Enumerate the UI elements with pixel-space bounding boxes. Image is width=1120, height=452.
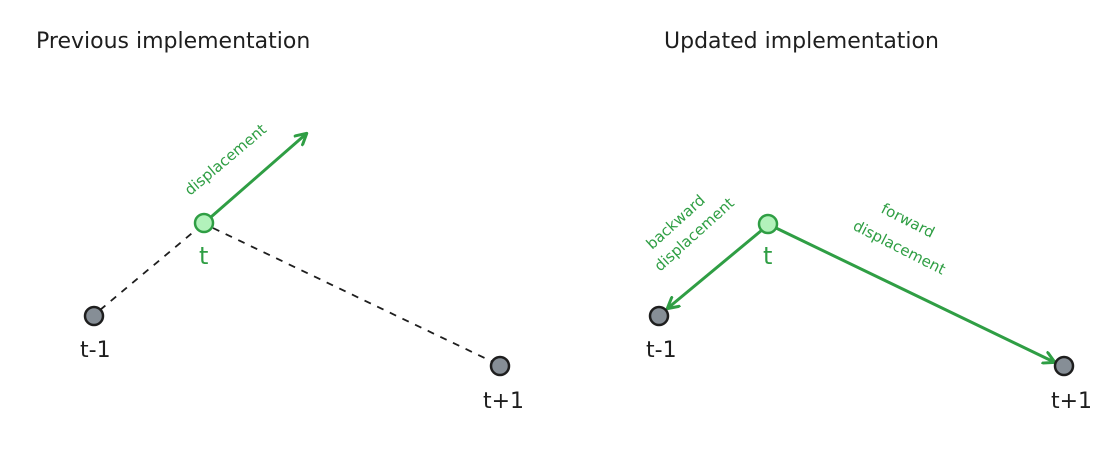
panel-title-previous: Previous implementation [36,29,310,54]
node-prev-label: t-1 [80,338,111,363]
node-current [193,212,215,234]
node-current-label: t [199,242,208,270]
backward-displacement-arrow [668,228,764,308]
node-next-label: t+1 [1051,389,1092,414]
node-prev-label: t-1 [646,338,677,363]
panel-title-updated: Updated implementation [664,29,939,54]
panel-updated: Updated implementation backward displace… [643,29,1092,414]
node-current [757,213,779,235]
node-next [1053,355,1075,377]
forward-displacement-arrow [774,226,1054,362]
node-prev [648,305,670,327]
node-next [489,355,511,377]
dashed-connector-current-to-next [212,227,494,363]
node-prev [83,305,105,327]
displacement-arrow [209,134,306,219]
node-current-label: t [763,242,772,270]
panel-previous: Previous implementation displacement t t… [36,29,524,414]
dashed-connector-prev-to-current [99,228,198,311]
node-next-label: t+1 [483,389,524,414]
displacement-label: displacement [181,120,270,199]
